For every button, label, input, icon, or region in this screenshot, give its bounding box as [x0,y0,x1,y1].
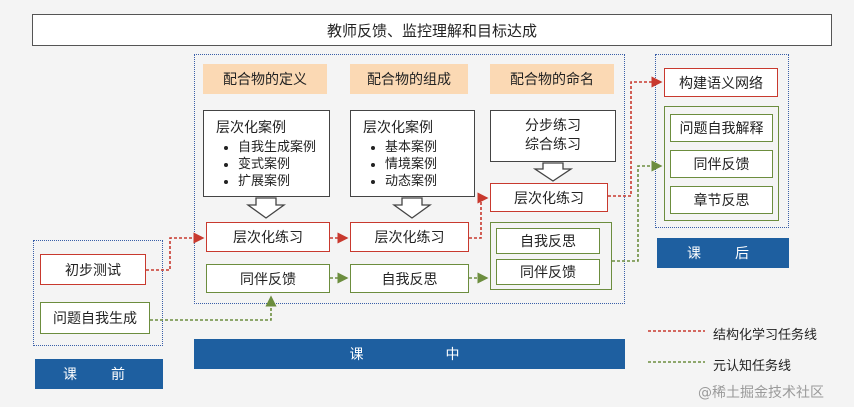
case-item: 自我生成案例 [238,139,329,156]
legend-structured-label: 结构化学习任务线 [713,328,818,343]
case-item: 动态案例 [385,173,474,190]
initial-test-box: 初步测试 [40,254,146,285]
step-item: 分步练习 [525,118,581,134]
chapter-reflection-box: 章节反思 [670,186,773,214]
composition-header: 配合物的组成 [350,64,468,94]
composition-case-box: 层次化案例 基本案例 情境案例 动态案例 [350,110,475,197]
composition-practice-box: 层次化练习 [350,222,469,252]
naming-practice-box: 层次化练习 [490,183,608,212]
post-class-stage-bar: 课 后 [657,238,789,268]
peer-feedback-box: 同伴反馈 [496,259,600,285]
case-item: 扩展案例 [238,173,329,190]
question-self-explanation-box: 问题自我解释 [670,114,773,142]
definition-header: 配合物的定义 [203,64,327,94]
definition-practice-box: 层次化练习 [206,222,330,252]
structured-link [469,192,489,239]
case-title: 层次化案例 [216,120,286,136]
peer-feedback-box: 同伴反馈 [670,150,773,178]
self-reflection-box: 自我反思 [350,264,469,293]
naming-steps-box: 分步练习 综合练习 [490,110,616,162]
structured-link [146,232,205,271]
question-self-generation-box: 问题自我生成 [40,302,150,334]
in-class-stage-bar: 课 中 [194,339,625,369]
post-class-frame [655,54,789,228]
legend-meta-label: 元认知任务线 [713,359,792,374]
pre-class-frame [33,240,163,346]
naming-header: 配合物的命名 [490,64,614,94]
watermark: @稀土掘金技术社区 [698,385,824,401]
in-class-frame [194,54,625,304]
pre-class-stage-bar: 课 前 [35,359,163,389]
peer-feedback-box: 同伴反馈 [206,264,330,293]
structured-link [608,76,663,197]
case-title: 层次化案例 [363,120,433,136]
case-item: 情境案例 [385,156,474,173]
meta-link [612,160,663,262]
semantic-network-box: 构建语义网络 [664,68,778,97]
definition-case-box: 层次化案例 自我生成案例 变式案例 扩展案例 [203,110,330,197]
case-item: 变式案例 [238,156,329,173]
case-item: 基本案例 [385,139,474,156]
down-arrow [532,162,574,182]
down-arrow [245,197,287,219]
down-arrow [391,197,433,219]
step-item: 综合练习 [525,137,581,153]
meta-link [150,295,277,321]
diagram-title: 教师反馈、监控理解和目标达成 [32,14,832,46]
self-reflection-box: 自我反思 [496,228,600,254]
